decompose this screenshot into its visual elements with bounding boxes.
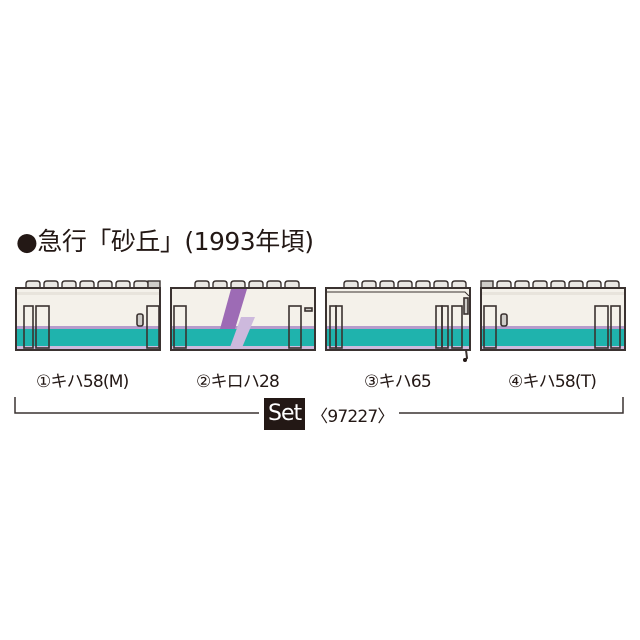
- railcar-illustration: [170, 280, 316, 351]
- set-product-code: 〈97227〉: [311, 406, 394, 427]
- car-label-2: ②キロハ28: [196, 372, 280, 392]
- train-car-4: [479, 274, 627, 364]
- railcar-illustration: [15, 280, 161, 351]
- car-label-3: ③キハ65: [364, 372, 432, 392]
- formation-title: ●急行「砂丘」(1993年頃): [16, 227, 314, 256]
- car-label-1: ①キハ58(M): [36, 372, 129, 392]
- set-bracket-line: [14, 397, 624, 414]
- train-car-3: [324, 274, 474, 364]
- set-info: Set 〈97227〉: [264, 398, 394, 430]
- railcar-illustration: [480, 280, 626, 351]
- train-car-2: [169, 274, 317, 364]
- train-car-1: [14, 274, 162, 364]
- railcar-illustration: [325, 280, 471, 362]
- car-label-4: ④キハ58(T): [508, 372, 597, 392]
- set-badge: Set: [264, 398, 306, 430]
